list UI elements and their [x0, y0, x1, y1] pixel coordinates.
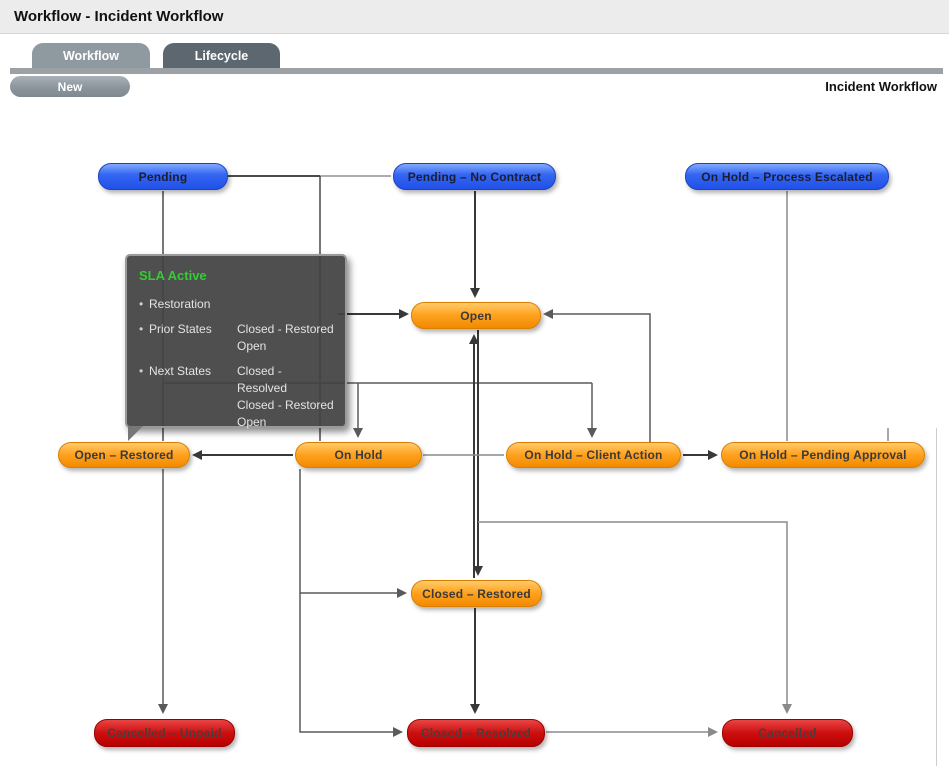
node-on-hold-process-escalated[interactable]: On Hold – Process Escalated [685, 163, 889, 190]
new-button-label: New [57, 79, 83, 94]
tooltip-value: Closed - Restored [237, 398, 334, 412]
node-cancelled-unpaid[interactable]: Cancelled – Unpaid [94, 719, 235, 747]
edge-14 [478, 521, 792, 714]
tab-workflow-label: Workflow [62, 48, 120, 63]
node-open-restored[interactable]: Open – Restored [58, 442, 190, 468]
node-on-hold[interactable]: On Hold [295, 442, 422, 468]
bullet-icon: • [139, 297, 144, 311]
tooltip-item-label: Prior States [149, 322, 212, 336]
tooltip-item-next-states: • Next States Closed - Resolved Closed -… [139, 363, 335, 431]
page-title: Workflow - Incident Workflow [14, 8, 224, 25]
node-closed-resolved[interactable]: Closed – Resolved [407, 719, 545, 747]
tooltip-value: Closed - Resolved [237, 364, 288, 395]
tab-workflow[interactable]: Workflow [32, 43, 150, 68]
right-border-rail [936, 428, 937, 766]
workflow-diagram: Pending Pending – No Contract On Hold – Pr… [0, 100, 949, 766]
window-titlebar: Workflow - Incident Workflow [0, 0, 949, 34]
edge-18 [299, 469, 403, 737]
node-on-hold-client-action[interactable]: On Hold – Client Action [506, 442, 681, 468]
tooltip-item-label: Next States [149, 364, 212, 378]
tooltip-item-values: Closed - Resolved Closed - Restored Open [237, 363, 335, 431]
new-button[interactable]: New [10, 76, 130, 97]
bullet-icon: • [139, 322, 144, 336]
tooltip-tail-icon [128, 426, 143, 441]
tooltip-item-prior-states: • Prior States Closed - Restored Open [139, 321, 335, 355]
diagram-context-label: Incident Workflow [825, 79, 937, 94]
tab-underline-bar [10, 68, 943, 74]
node-closed-restored[interactable]: Closed – Restored [411, 580, 542, 607]
tooltip-item-label: Restoration [149, 297, 211, 311]
node-on-hold-pending-approval[interactable]: On Hold – Pending Approval [721, 442, 925, 468]
tab-lifecycle-label: Lifecycle [194, 48, 249, 63]
tooltip-item-values: Closed - Restored Open [237, 321, 335, 355]
tooltip-title: SLA Active [139, 268, 207, 283]
sla-status-tooltip: SLA Active • Restoration • Prior States … [125, 254, 347, 441]
bullet-icon: • [139, 364, 144, 378]
tooltip-value: Open [237, 339, 267, 353]
tab-lifecycle[interactable]: Lifecycle [163, 43, 280, 68]
tooltip-value: Closed - Restored [237, 322, 334, 336]
tooltip-value: Open [237, 415, 267, 429]
tooltip-item-restoration: • Restoration [139, 296, 335, 313]
edge-11 [543, 309, 651, 442]
node-pending-no-contract[interactable]: Pending – No Contract [393, 163, 556, 190]
node-open[interactable]: Open [411, 302, 541, 329]
node-pending[interactable]: Pending [98, 163, 228, 190]
node-cancelled[interactable]: Cancelled [722, 719, 853, 747]
